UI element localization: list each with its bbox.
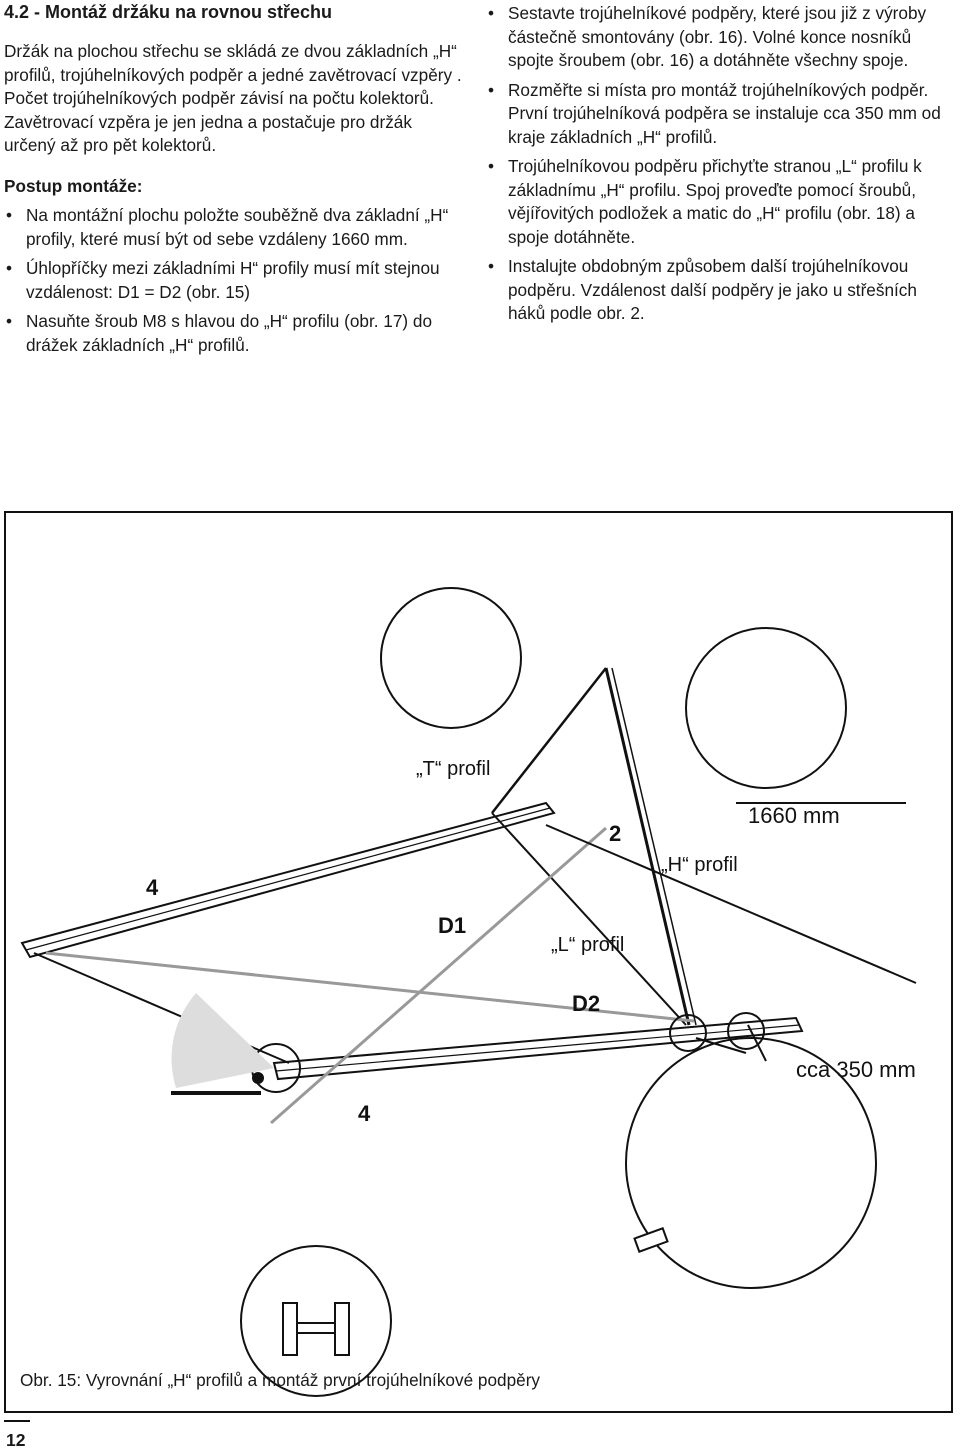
angle-sector	[171, 993, 274, 1088]
procedure-step: Úhlopříčky mezi základními H“ profily mu…	[4, 257, 466, 304]
label-t-profile: „T“ profil	[416, 758, 490, 780]
label-l-profile: „L“ profil	[551, 934, 624, 956]
label-h-profile: „H“ profil	[661, 854, 738, 876]
h-profile-rail-top	[20, 801, 556, 959]
detail-circle-bolt	[625, 1037, 877, 1289]
diagonal-d2	[45, 951, 695, 1023]
h-profile-rail-bottom	[272, 1016, 804, 1081]
diagonal-d1-arrow	[270, 826, 607, 1125]
footer-rule	[4, 1420, 30, 1422]
section-heading: 4.2 - Montáž držáku na rovnou střechu	[4, 2, 333, 22]
procedure-list-right: Sestavte trojúhelníkové podpěry, které j…	[486, 2, 954, 326]
label-d2: D2	[572, 991, 600, 1016]
right-column: Sestavte trojúhelníkové podpěry, které j…	[486, 0, 954, 326]
procedure-step: Na montážní plochu položte souběžně dva …	[4, 204, 466, 251]
detail-circle-t-profile	[380, 587, 522, 729]
label-4-top: 4	[146, 875, 159, 900]
dimension-1660	[545, 824, 917, 984]
rail-end-hole	[252, 1072, 264, 1084]
h-section-icon	[282, 1302, 350, 1356]
label-2: 2	[609, 821, 621, 846]
left-column: 4.2 - Montáž držáku na rovnou střechu Dr…	[4, 0, 466, 357]
procedure-step: Instalujte obdobným způsobem další trojú…	[486, 255, 954, 326]
bolt-icon	[633, 1227, 669, 1253]
intro-paragraph-2: Počet trojúhelníkových podpěr závisí na …	[4, 88, 434, 155]
procedure-step: Trojúhelníkovou podpěru přichyťte strano…	[486, 155, 954, 249]
procedure-list-left: Na montážní plochu položte souběžně dva …	[4, 204, 466, 357]
procedure-title: Postup montáže:	[4, 175, 143, 196]
dimension-350-leader	[747, 1024, 767, 1062]
label-4-bottom: 4	[358, 1101, 371, 1126]
intro-paragraph-1: Držák na plochou střechu se skládá ze dv…	[4, 41, 462, 85]
detail-marker-joint	[669, 1014, 707, 1052]
mounting-diagram: „T“ profil „H“ profil „L“ profil 2 4 4 D…	[20, 587, 917, 1397]
procedure-step: Sestavte trojúhelníkové podpěry, které j…	[486, 2, 954, 73]
label-d1: D1	[438, 913, 466, 938]
triangle-support	[491, 667, 697, 1026]
detail-circle-h-profile	[685, 627, 847, 789]
label-1660: 1660 mm	[748, 803, 840, 828]
detail-circle-h-section	[240, 1245, 392, 1397]
procedure-step: Rozměřte si místa pro montáž trojúhelník…	[486, 79, 954, 150]
detail-marker-joint-2	[727, 1012, 765, 1050]
label-350: cca 350 mm	[796, 1057, 916, 1082]
page-number: 12	[6, 1430, 26, 1450]
procedure-step: Nasuňte šroub M8 s hlavou do „H“ profilu…	[4, 310, 466, 357]
figure-frame	[4, 511, 953, 1413]
figure-caption: Obr. 15: Vyrovnání „H“ profilů a montáž …	[20, 1370, 541, 1390]
